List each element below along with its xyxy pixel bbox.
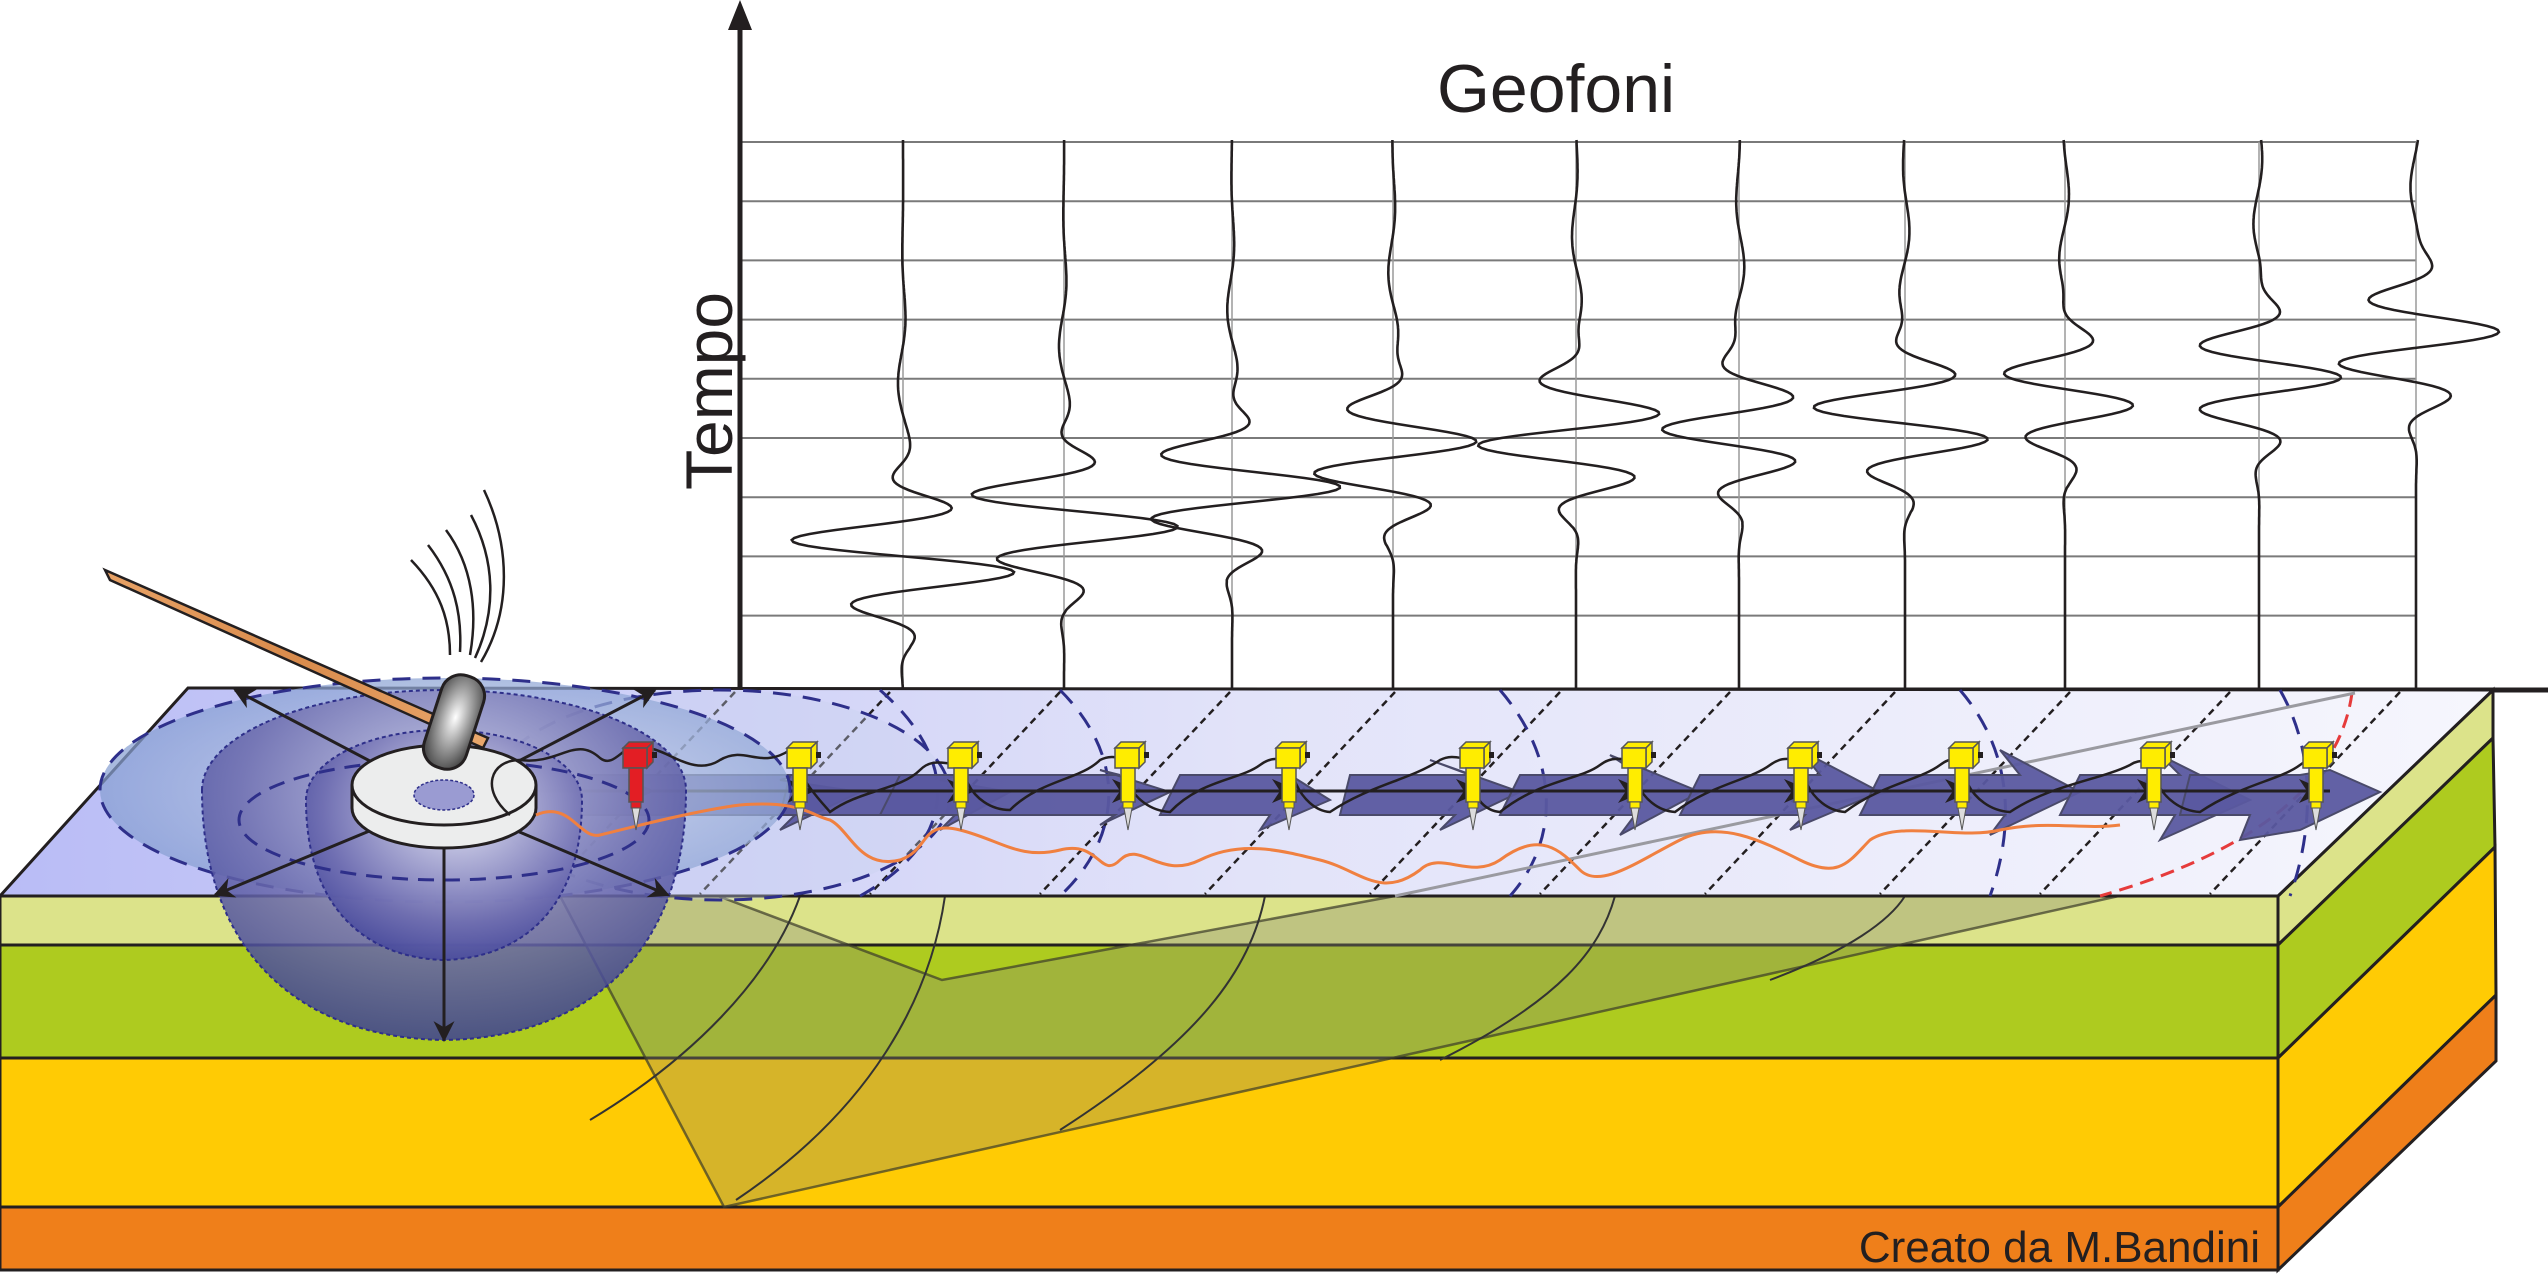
credit-text: Creato da M.Bandini: [1859, 1223, 2260, 1272]
plate-inner-hemisphere: [413, 779, 475, 811]
geophones-title: Geofoni: [1437, 51, 1675, 127]
wavefront-arc-6: [2278, 689, 2309, 897]
wavefront-arc-5: [1958, 689, 2007, 897]
geophone-signal-cable: [490, 744, 2328, 816]
hammer-head: [421, 673, 487, 771]
seismic-trace-5: [1476, 139, 1661, 690]
seismic-trace-1: [790, 140, 1016, 691]
geophone-9: [2139, 740, 2175, 831]
seismic-trace-7: [1812, 139, 1989, 690]
hammer-handle: [102, 567, 490, 750]
vibration-line-3: [444, 529, 475, 656]
wavefront-section-3: [1059, 895, 1266, 1131]
geophone-4: [1274, 740, 1310, 831]
trigger-cable: [535, 802, 2121, 885]
seismic-trace-6: [1660, 140, 1797, 690]
vibration-line-1: [410, 559, 452, 656]
wavefront-section-5: [1769, 895, 1906, 981]
sledgehammer: [102, 567, 490, 771]
impact-plate: [350, 743, 538, 850]
seismic-trace-4: [1312, 140, 1478, 690]
geophone-6: [1620, 740, 1656, 831]
wavefront-arc-4: [1498, 689, 1548, 897]
seismic-trace-2: [970, 140, 1179, 690]
seismic-trace-8: [2002, 139, 2135, 690]
geophone-2: [946, 740, 982, 831]
geophone-10: [2301, 740, 2337, 831]
front-layer-3: [0, 1056, 2280, 1209]
wavefront-section-4: [1439, 895, 1616, 1061]
geophone-array: [621, 740, 2337, 831]
front-bedrock: [0, 1205, 2280, 1272]
trigger-geophone-red: [621, 740, 657, 831]
seismogram-traces: [790, 139, 2501, 691]
time-axis-arrowhead: [728, 0, 752, 30]
seismic-trace-9: [2198, 139, 2343, 690]
geophone-5: [1458, 740, 1494, 831]
seismogram-grid: [740, 141, 2548, 693]
wavefront-section-2: [735, 895, 946, 1201]
geophone-3: [1113, 740, 1149, 831]
geophone-8: [1947, 740, 1983, 831]
seismogram: Geofoni Tempo: [672, 0, 2548, 693]
vibration-line-4: [469, 514, 492, 659]
geophone-7: [1786, 740, 1822, 831]
seismic-trace-10: [2337, 139, 2501, 690]
vibration-line-2: [427, 544, 462, 653]
impact-vibration-lines: [410, 489, 506, 663]
vibration-line-5: [479, 489, 506, 663]
geological-block: [0, 489, 2498, 1274]
time-axis-label: Tempo: [672, 292, 746, 490]
geophone-1: [785, 740, 821, 831]
seismic-trace-3: [1150, 140, 1342, 690]
wavefront-section-1: [589, 895, 801, 1121]
